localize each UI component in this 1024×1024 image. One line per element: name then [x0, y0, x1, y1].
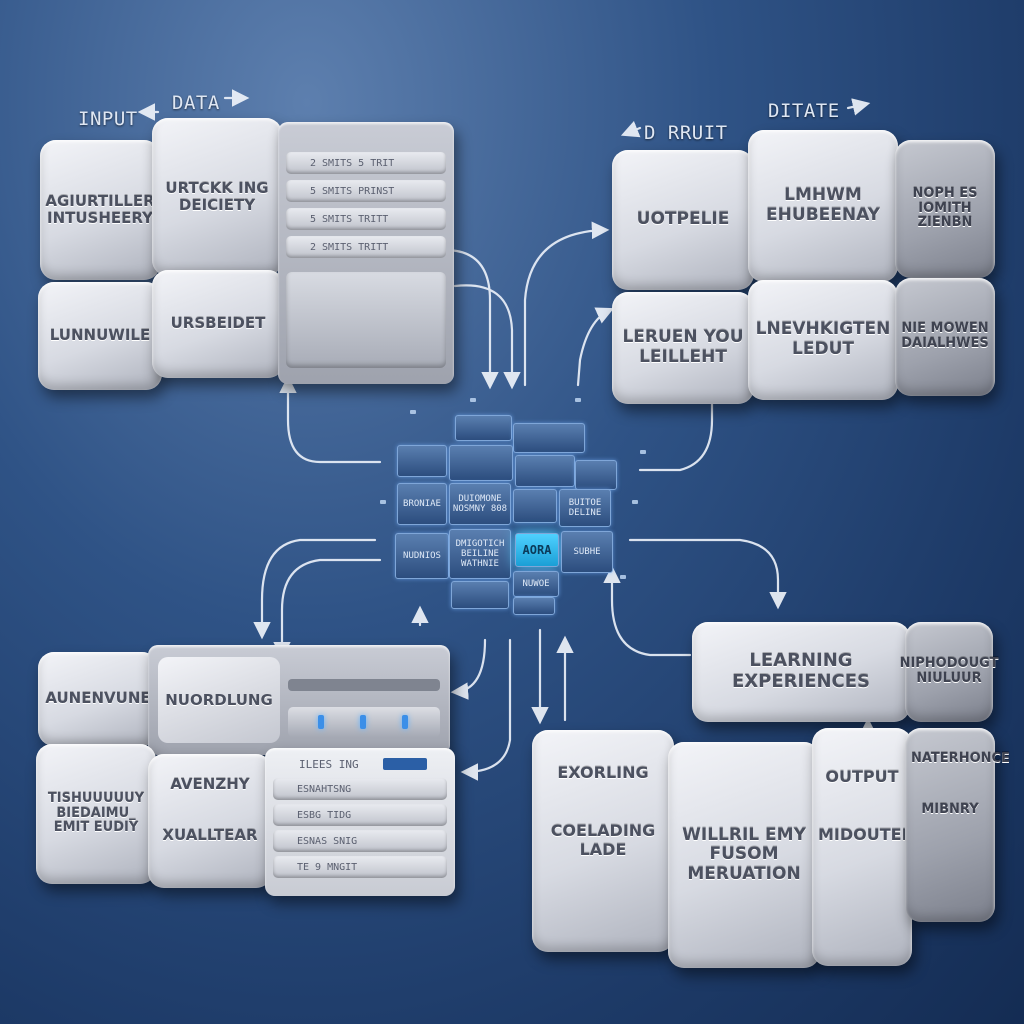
- tray-label: ILEES ING: [299, 758, 359, 771]
- topleft-block-1: AGIURTILLER INTUSHEERY: [40, 140, 160, 280]
- bottomleft-server-rack: NUORDLUNG: [148, 645, 450, 755]
- rack-led: [402, 715, 408, 729]
- core-chip-000: [397, 445, 447, 477]
- core-chip-8: NUWOE: [513, 571, 559, 597]
- heading-output-right: DITATE: [768, 100, 840, 122]
- tray-slot-2: ESBG TIDG: [273, 804, 447, 826]
- arrow-core-to-bottomleft-1: [253, 538, 377, 640]
- topright-block-6: NIE MOWEN DAIALHWES: [895, 278, 995, 396]
- arrow-core-to-bottomleft-2: [273, 558, 382, 660]
- tray-slot-4: TE 9 MNGIT: [273, 856, 447, 878]
- bottomright-block-2: COELADING LADE: [550, 821, 656, 859]
- bottomright-block-6: NATERHONCE: [911, 751, 1010, 766]
- bottomright-block-45: OUTPUT MIDOUTEIT: [812, 728, 919, 966]
- rack-drawer: [286, 272, 446, 368]
- data-particle: [380, 500, 386, 504]
- data-particle: [620, 575, 626, 579]
- core-chip-7: SUBHE: [561, 531, 613, 573]
- topright-block-3: NOPH ES IOMITH ZIENBN: [895, 140, 995, 278]
- heading-input: INPUT: [78, 108, 138, 130]
- arrow-rack-to-core-2: [453, 284, 521, 390]
- bottomleft-block-4: AVENZHY: [170, 775, 250, 793]
- rack-slot-1: 2 SMITS 5 TRIT: [286, 152, 446, 174]
- data-particle: [632, 500, 638, 504]
- arrow-core-to-bottomleft-3: [450, 638, 487, 700]
- rack-slot-3: 5 SMITS TRITT: [286, 208, 446, 230]
- topright-block-4: LERUEN YOU LEILLEHT: [612, 292, 754, 404]
- core-chip-00000: [515, 455, 575, 487]
- arrow-heading-out-left: [620, 120, 642, 138]
- core-chip-2: DUIOMONE NOSMNY 808: [449, 483, 511, 525]
- topright-block-1: UOTPELIE: [612, 150, 754, 290]
- bottomleft-tray: ILEES ING ESNAHTSNG ESBG TIDG ESNAS SNIG…: [265, 748, 455, 896]
- topleft-block-3: LUNNUWILE: [38, 282, 162, 390]
- tray-slot-1: ESNAHTSNG: [273, 778, 447, 800]
- topright-block-2: LMHWM EHUBEENAY: [748, 130, 898, 282]
- data-particle: [410, 410, 416, 414]
- heading-output-left: D RRUIT: [644, 122, 728, 144]
- core-chip-1: BRONIAE: [397, 483, 447, 525]
- rack-slot-4: 2 SMITS TRITT: [286, 236, 446, 258]
- bottomright-block-5: MIDOUTEIT: [818, 825, 919, 845]
- bottomleft-block-2: NUORDLUNG: [158, 657, 280, 743]
- arrow-core-to-topright-2: [576, 307, 615, 387]
- rack-slot-2: 5 SMITS PRINST: [286, 180, 446, 202]
- bottomright-side-block: NIPHODOUGT NIULUUR: [900, 622, 998, 722]
- heading-data: DATA: [172, 92, 220, 114]
- core-chip-00: [513, 423, 585, 453]
- bottomleft-block-1: AUNENVUNE: [38, 652, 158, 746]
- core-chip-4: NUDNIOS: [395, 533, 449, 579]
- core-chip-0000: [449, 445, 513, 481]
- tray-slot-3: ESNAS SNIG: [273, 830, 447, 852]
- arrow-core-to-topleft: [279, 375, 382, 464]
- arrow-core-to-learning: [628, 538, 787, 610]
- arrow-heading-out-right: [846, 98, 871, 116]
- rack-led: [318, 715, 324, 729]
- arrow-core-to-topright-1: [523, 221, 610, 387]
- core-chip-5: DMIGOTICH BEILINE WATHNIE: [449, 529, 511, 579]
- core-chip-0: [455, 415, 512, 441]
- bottomleft-block-5: XUALLTEAR: [162, 826, 258, 845]
- core-chip-highlight: AORA: [515, 533, 559, 567]
- data-particle: [470, 398, 476, 402]
- rack-vent: [288, 679, 440, 691]
- data-particle: [575, 398, 581, 402]
- bottomright-block-4: OUTPUT: [825, 767, 899, 786]
- rack-led: [360, 715, 366, 729]
- core-chip-000000: [575, 460, 617, 490]
- data-particle: [640, 450, 646, 454]
- bottomleft-block-3: TISHUUUUUY BIEDAIMU_ EMIT EUDIY: [36, 744, 156, 884]
- bottomright-block-3: WILLRIL EMY FUSOM MERUATION: [668, 742, 820, 968]
- tray-badge: [383, 758, 427, 770]
- bottomright-block-12: EXORLING COELADING LADE: [532, 730, 674, 952]
- topleft-block-2: URTCKK ING DEICIETY: [152, 118, 282, 276]
- bottomright-block-1: EXORLING: [557, 763, 649, 782]
- core-chip-blank-c: [513, 597, 555, 615]
- learning-experiences-block: LEARNING EXPERIENCES: [692, 622, 910, 722]
- arrow-core-to-tray: [460, 638, 512, 781]
- central-processing-core: BRONIAE DUIOMONE NOSMNY 808 BUITOE DELIN…: [395, 405, 630, 615]
- bottomright-block-67: NATERHONCE MIBNRY: [905, 728, 1010, 922]
- bottomleft-block-45: AVENZHY XUALLTEAR: [148, 754, 272, 888]
- core-chip-blank-b: [451, 581, 509, 609]
- core-chip-blank-a: [513, 489, 557, 523]
- core-chip-3: BUITOE DELINE: [559, 489, 611, 527]
- topleft-block-4: URSBEIDET: [152, 270, 284, 378]
- bottomright-block-7: MIBNRY: [921, 801, 979, 817]
- topleft-server-rack: 2 SMITS 5 TRIT 5 SMITS PRINST 5 SMITS TR…: [278, 122, 454, 384]
- topright-block-5: LNEVHKIGTEN LEDUT: [748, 280, 898, 400]
